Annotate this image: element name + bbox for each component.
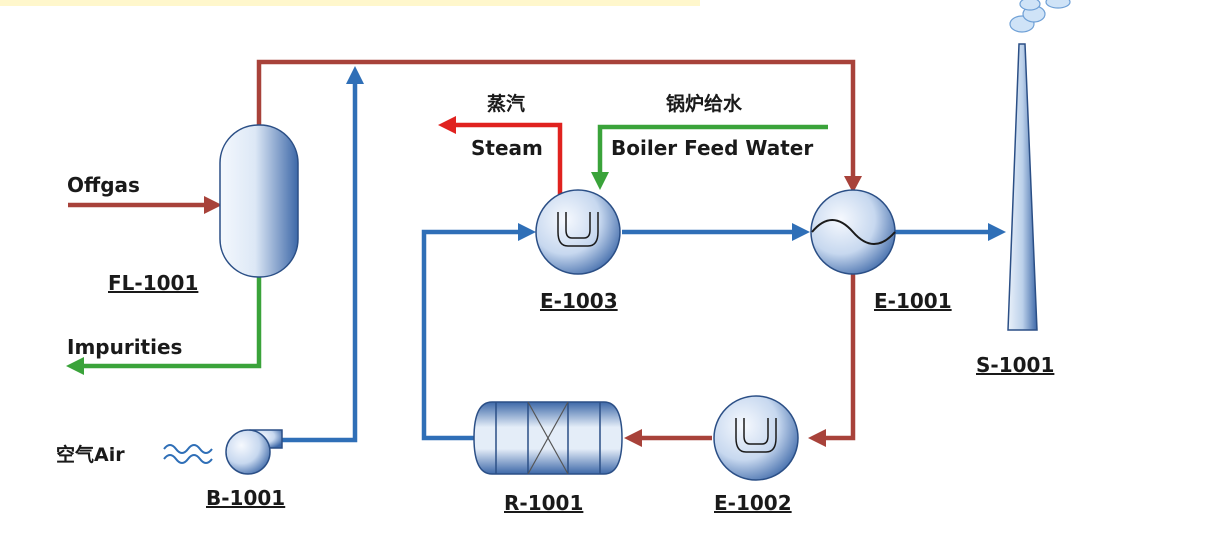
offgas-arrow bbox=[204, 196, 222, 214]
air-arrow bbox=[346, 66, 364, 84]
header-strip bbox=[0, 0, 700, 6]
air-stream bbox=[282, 82, 358, 443]
e1002-to-r1001-arrow bbox=[624, 429, 642, 447]
fl1001-vessel bbox=[219, 124, 299, 278]
s1001-stack bbox=[1007, 43, 1038, 331]
e1001-heat-exchanger bbox=[810, 189, 896, 275]
b1001-blower bbox=[225, 429, 283, 475]
reactor-outlet-stream bbox=[421, 229, 520, 441]
bfw-cn-label: 锅炉给水 bbox=[666, 92, 743, 115]
bfw-stream bbox=[597, 124, 828, 175]
impurities-label: Impurities bbox=[67, 335, 182, 359]
air-label: 空气Air bbox=[56, 443, 125, 466]
e1001-to-e1002-stream bbox=[824, 273, 856, 441]
e1002-tag: E-1002 bbox=[714, 491, 792, 515]
r1001-reactor bbox=[473, 401, 623, 475]
e1001-tag: E-1001 bbox=[874, 289, 952, 313]
offgas-label: Offgas bbox=[67, 173, 140, 197]
b1001-tag: B-1001 bbox=[206, 486, 285, 510]
r1001-tag: R-1001 bbox=[504, 491, 583, 515]
e1001-to-e1002-arrow bbox=[808, 429, 826, 447]
impurities-arrow bbox=[66, 357, 84, 375]
steam-stream bbox=[455, 122, 563, 195]
to-stack-arrow bbox=[988, 223, 1006, 241]
e1002-heat-exchanger bbox=[713, 395, 799, 481]
steam-arrow bbox=[438, 116, 456, 134]
smoke-icon bbox=[1009, 0, 1071, 33]
reactor-outlet-arrow bbox=[518, 223, 536, 241]
e1003-heat-exchanger bbox=[535, 189, 621, 275]
steam-en-label: Steam bbox=[471, 136, 543, 160]
air-wave-icon bbox=[163, 444, 213, 464]
hot-gas-header bbox=[256, 59, 856, 178]
impurities-stream bbox=[82, 275, 262, 369]
e1003-to-e1001-arrow bbox=[792, 223, 810, 241]
s1001-tag: S-1001 bbox=[976, 353, 1054, 377]
steam-cn-label: 蒸汽 bbox=[487, 92, 525, 115]
bfw-arrow bbox=[591, 172, 609, 190]
hot-gas-arrow bbox=[844, 176, 862, 193]
e1003-tag: E-1003 bbox=[540, 289, 618, 313]
bfw-en-label: Boiler Feed Water bbox=[611, 136, 813, 160]
fl1001-tag: FL-1001 bbox=[108, 271, 198, 295]
